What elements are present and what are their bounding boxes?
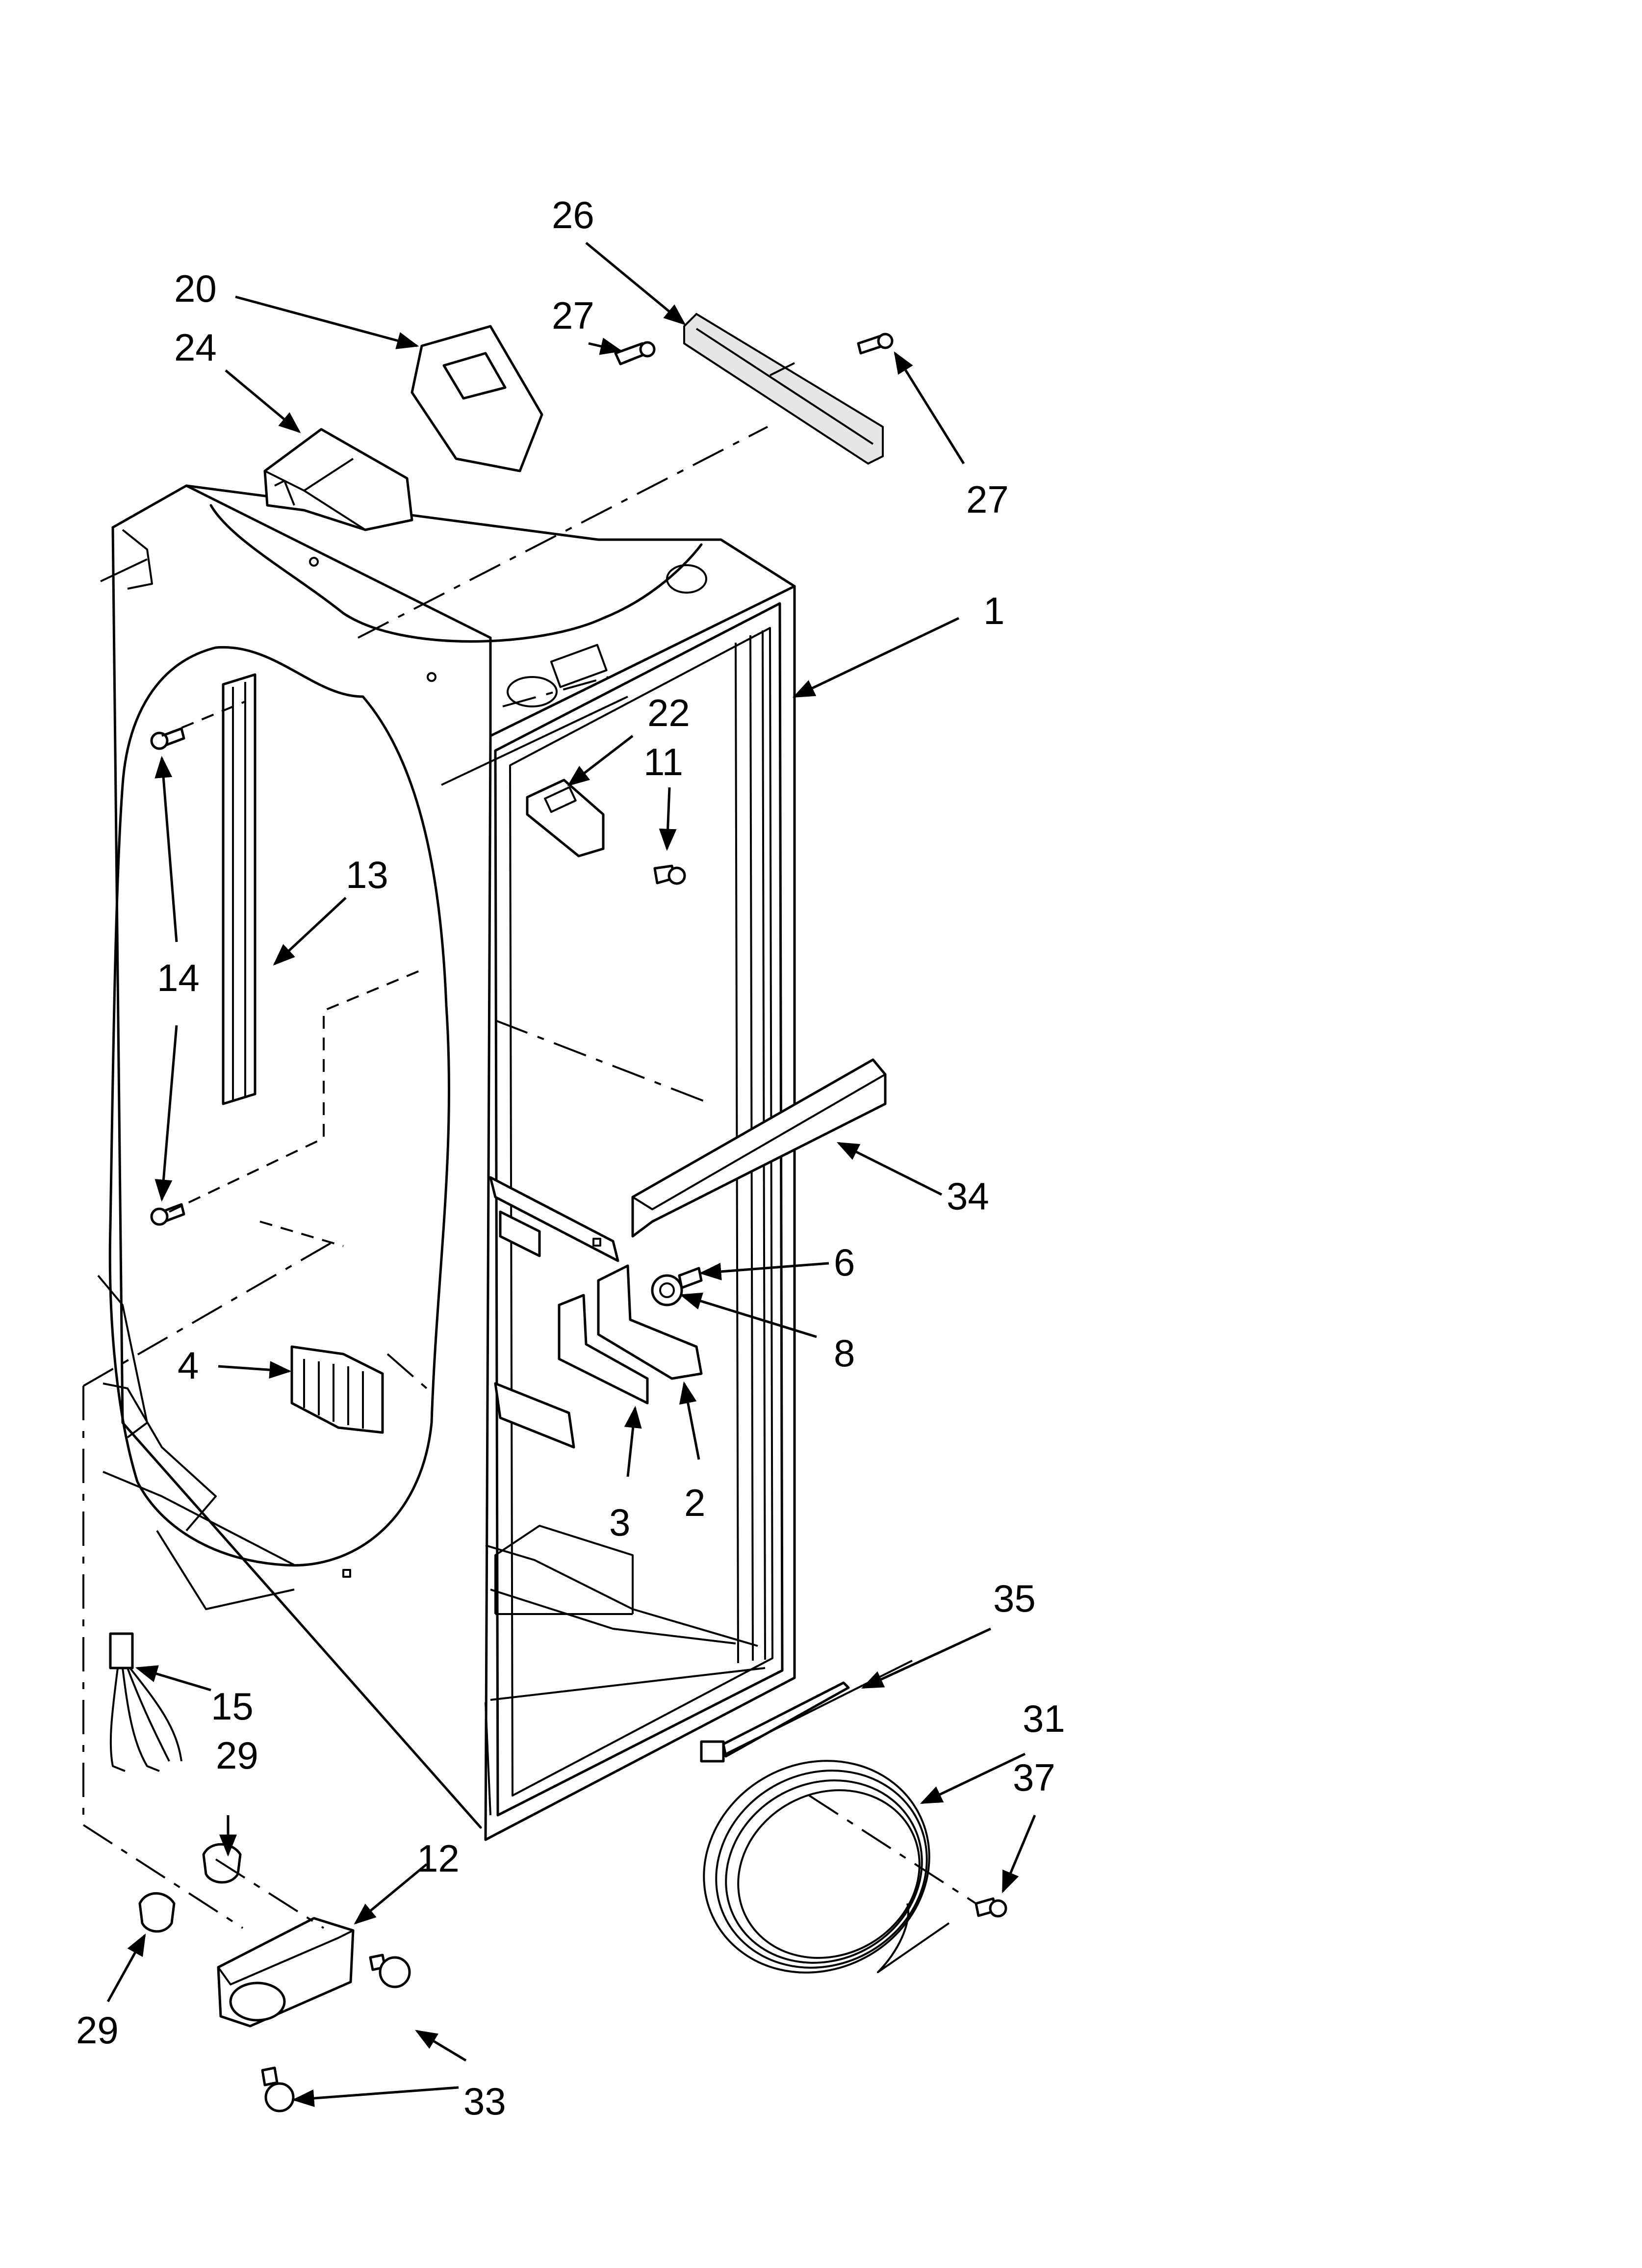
control-housing-part-24 bbox=[263, 428, 413, 531]
callout-27-a: 27 bbox=[552, 294, 594, 337]
shelf-support-lower bbox=[494, 1382, 575, 1449]
screw-part-27-a bbox=[614, 341, 656, 365]
shelf-track-part-13 bbox=[222, 673, 257, 1105]
callout-14: 14 bbox=[157, 956, 200, 999]
top-rail-part-26 bbox=[683, 313, 884, 465]
callout-6: 6 bbox=[834, 1241, 855, 1284]
bracket-part-2 bbox=[597, 1264, 703, 1380]
callout-1: 1 bbox=[983, 589, 1004, 632]
bulb-part-33-b bbox=[261, 2066, 295, 2112]
callout-29-a: 29 bbox=[216, 1734, 258, 1777]
vent-grille-part-4 bbox=[290, 1345, 384, 1434]
bracket-part-22 bbox=[526, 779, 605, 858]
callout-12: 12 bbox=[417, 1837, 460, 1880]
refrigerator-liner bbox=[97, 484, 796, 1841]
callout-34: 34 bbox=[947, 1174, 989, 1218]
crossbar-part-34 bbox=[631, 1058, 887, 1238]
screw-part-27-b bbox=[857, 333, 894, 355]
callout-15: 15 bbox=[211, 1685, 254, 1728]
callout-8: 8 bbox=[834, 1331, 855, 1375]
screw-part-14-upper bbox=[150, 727, 185, 750]
leader-arrows bbox=[106, 242, 1036, 2107]
lamp-socket-part-29-b bbox=[138, 1892, 176, 1933]
callout-3: 3 bbox=[609, 1501, 630, 1544]
callout-27-b: 27 bbox=[966, 478, 1009, 521]
callout-11: 11 bbox=[643, 740, 683, 783]
knob-part-8 bbox=[651, 1274, 683, 1306]
bulb-part-33-a bbox=[369, 1954, 411, 1988]
callout-22: 22 bbox=[647, 691, 690, 734]
shelf-support-upper bbox=[489, 1176, 619, 1262]
callout-35: 35 bbox=[993, 1577, 1036, 1620]
wire-harness-part-15 bbox=[109, 1632, 182, 1772]
lamp-housing-part-12 bbox=[217, 1917, 355, 2028]
callout-20: 20 bbox=[174, 267, 217, 310]
callout-31: 31 bbox=[1023, 1697, 1065, 1740]
screw-part-37 bbox=[975, 1897, 1007, 1918]
callout-24: 24 bbox=[174, 326, 217, 369]
callout-33: 33 bbox=[463, 2080, 506, 2123]
bracket-part-20 bbox=[410, 325, 543, 472]
screw-part-14-lower bbox=[150, 1203, 185, 1226]
tubing-coil-part-31 bbox=[703, 1760, 950, 1974]
callout-29-b: 29 bbox=[76, 2008, 119, 2052]
callout-labels: 1 2 3 4 6 8 11 12 13 14 15 20 22 24 26 2… bbox=[76, 193, 1065, 2123]
screw-part-6 bbox=[678, 1267, 703, 1289]
callout-4: 4 bbox=[178, 1344, 199, 1387]
bracket-part-3 bbox=[558, 1294, 649, 1405]
assembly-lines bbox=[82, 362, 977, 1929]
callout-26: 26 bbox=[552, 193, 594, 236]
callout-13: 13 bbox=[346, 853, 388, 896]
callout-2: 2 bbox=[684, 1481, 705, 1524]
callout-37: 37 bbox=[1013, 1756, 1055, 1799]
screw-part-11 bbox=[653, 864, 686, 885]
